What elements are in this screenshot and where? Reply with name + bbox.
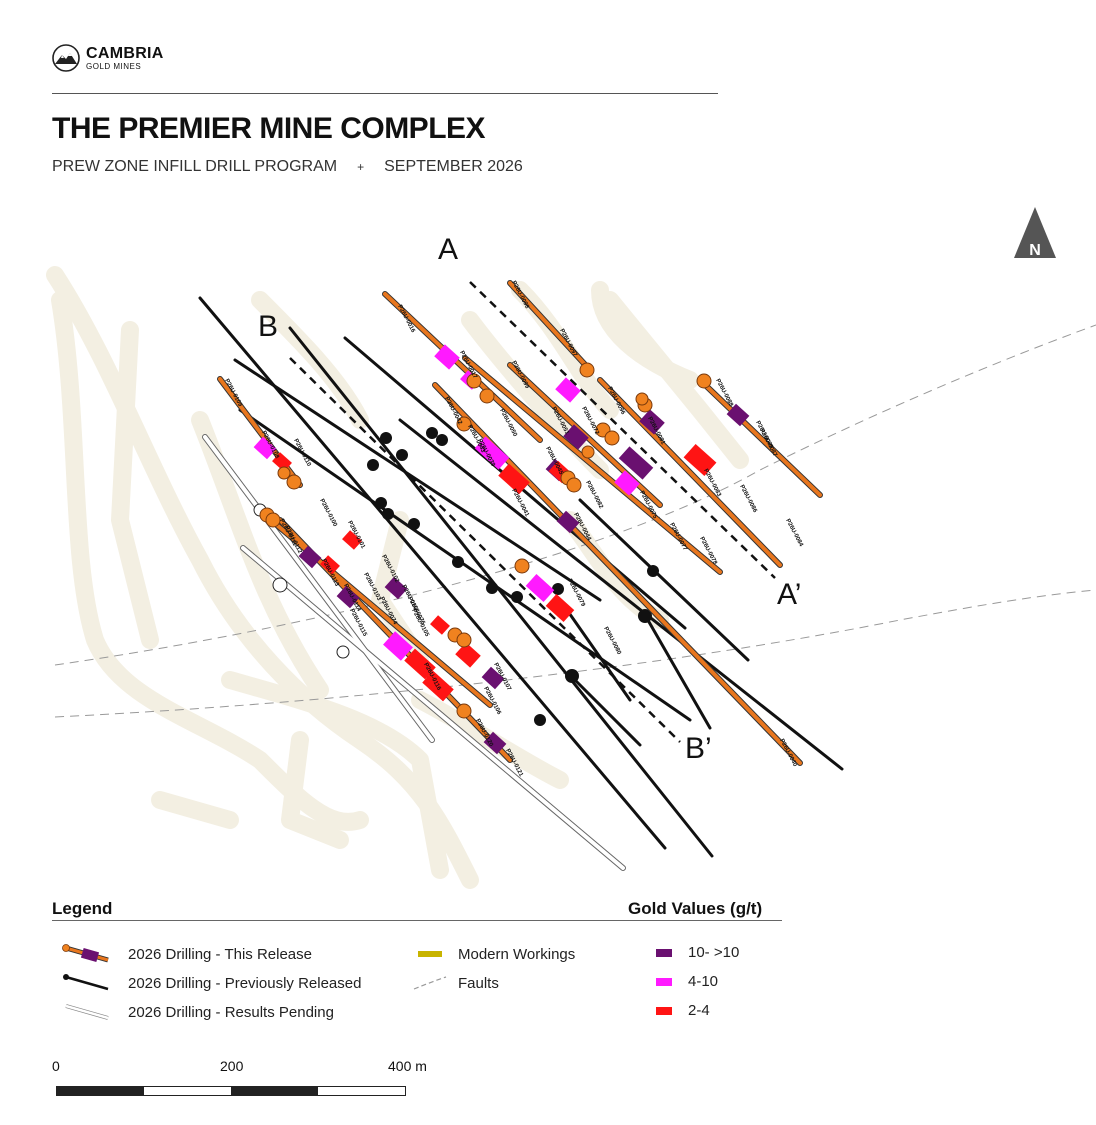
legend-item-previous: 2026 Drilling - Previously Released	[62, 973, 361, 993]
legend-divider	[52, 920, 782, 921]
drill-hole-label: P26U-0109	[223, 378, 243, 408]
scale-bar-segments	[56, 1086, 406, 1096]
subtitle-separator: +	[357, 160, 365, 174]
section-label-b: B	[258, 310, 279, 343]
workings-swatch	[418, 951, 442, 957]
legend-item-workings: Modern Workings	[412, 944, 575, 964]
mountain-sun-icon	[52, 44, 80, 72]
gold-values-title: Gold Values (g/t)	[628, 899, 763, 918]
subtitle-program: PREW ZONE INFILL DRILL PROGRAM	[52, 158, 338, 175]
company-logo: CAMBRIA GOLD MINES	[52, 44, 164, 72]
legend-item-this-release: 2026 Drilling - This Release	[62, 944, 312, 964]
gold-intercepts	[253, 344, 750, 755]
scale-label-0: 0	[52, 1058, 60, 1074]
legend-item-pending: 2026 Drilling - Results Pending	[62, 1002, 334, 1022]
drill-hole-label: P26U-0100	[318, 498, 338, 528]
drill-hole-label: P26U-0080	[602, 626, 622, 656]
logo-name: CAMBRIA	[86, 44, 164, 62]
section-line-b	[289, 357, 681, 743]
section-line-a	[469, 281, 776, 579]
section-label-a-prime: A’	[777, 578, 802, 611]
legend-label-previous: 2026 Drilling - Previously Released	[128, 974, 362, 992]
drill-hole-label: P26U-0087	[758, 428, 778, 458]
orange-drillhole-icon	[62, 944, 109, 963]
white-drillhole-icon	[65, 1004, 109, 1020]
scale-bar: 0 200 400 m	[52, 1058, 432, 1098]
legend-item-faults: Faults	[412, 973, 499, 993]
previous-collars	[367, 427, 659, 726]
section-label-a: A	[438, 233, 459, 266]
this-release-collars	[259, 362, 712, 719]
scale-label-400: 400 m	[388, 1058, 427, 1074]
north-arrow-icon: N	[1014, 207, 1056, 259]
legend-label-faults: Faults	[458, 974, 499, 992]
drill-hole-label: P26U-0086	[738, 484, 758, 514]
legend-label-workings: Modern Workings	[458, 945, 576, 963]
north-label: N	[1029, 242, 1041, 259]
fault-dash-icon	[413, 976, 447, 990]
scale-label-200: 200	[220, 1058, 244, 1074]
page-subtitle: PREW ZONE INFILL DRILL PROGRAM + SEPTEMB…	[52, 158, 523, 176]
drill-hole-label: P26U-0040	[778, 738, 798, 768]
logo-subname: GOLD MINES	[86, 61, 142, 71]
gold-item-high: 10- >10	[642, 944, 739, 961]
drill-hole-label: P26U-0084	[784, 518, 804, 548]
gold-label-high: 10- >10	[688, 944, 740, 961]
legend-title: Legend	[52, 899, 113, 918]
header-divider	[52, 93, 718, 94]
section-label-b-prime: B’	[685, 732, 712, 765]
subtitle-date: SEPTEMBER 2026	[384, 158, 523, 175]
gold-item-mid: 4-10	[642, 973, 718, 990]
faults	[54, 324, 1096, 718]
drill-hole-label: P26U-0077	[668, 522, 688, 552]
legend-label-this-release: 2026 Drilling - This Release	[128, 945, 312, 963]
gold-label-low: 2-4	[688, 1002, 710, 1019]
previous-drillholes	[198, 296, 844, 858]
drill-hole-label: P26U-0110	[292, 438, 312, 468]
section-lines	[289, 281, 776, 743]
page-title: THE PREMIER MINE COMPLEX	[52, 112, 486, 145]
gold-swatch-mid	[656, 977, 672, 986]
gold-item-low: 2-4	[642, 1002, 710, 1019]
gold-swatch-low	[656, 1006, 672, 1015]
black-drillhole-icon	[63, 974, 109, 991]
gold-label-mid: 4-10	[688, 973, 719, 990]
legend-label-pending: 2026 Drilling - Results Pending	[128, 1003, 334, 1021]
gold-swatch-high	[656, 948, 672, 957]
